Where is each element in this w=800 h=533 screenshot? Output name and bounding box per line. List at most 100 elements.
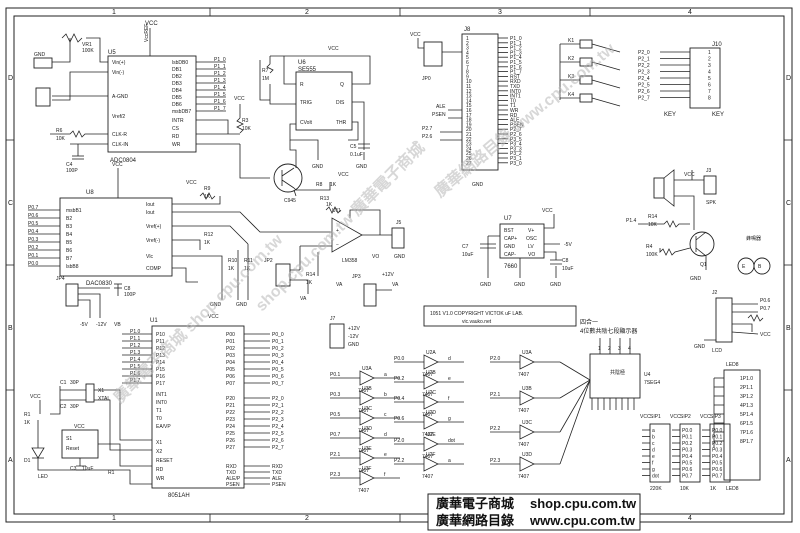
key-line-label: P2_6 bbox=[638, 89, 650, 95]
header-pin-label: P2_6 bbox=[510, 132, 522, 138]
header-left-pin: ALE bbox=[436, 104, 446, 110]
gnd-label: GND bbox=[480, 282, 492, 288]
adc-pin-label: Vref/2 bbox=[112, 114, 125, 120]
header-pin-label: INT1 bbox=[510, 94, 521, 100]
timer-chip bbox=[295, 71, 353, 131]
jp0-label: JP0 bbox=[422, 76, 431, 82]
speaker-connector bbox=[703, 175, 717, 195]
r14-label: R14 bbox=[306, 272, 315, 278]
dac-chip bbox=[59, 197, 173, 277]
stamp-row2-url[interactable]: www.cpu.com.tw bbox=[529, 513, 636, 528]
dac-block: U8 DAC0830 VCC msbB1P0.7B2P0.6B3P0.5B4P0… bbox=[28, 162, 286, 328]
speaker-r1: R14 bbox=[648, 214, 657, 220]
buffer-ref-label: U3A bbox=[522, 350, 532, 356]
header-pin-number: 2 bbox=[466, 41, 469, 47]
mcu-pin-label: ALE/P bbox=[226, 476, 241, 482]
sip-segment-label: e bbox=[652, 454, 655, 460]
sip-line-label: P0.5 bbox=[712, 461, 723, 467]
border-row-left: C bbox=[8, 200, 13, 207]
speaker-r2: R4 bbox=[646, 244, 653, 250]
buffer-part-label: 7407 bbox=[422, 412, 433, 418]
power-block: U7 7660 BST CAP+ GND CAP- V+ OSC LV VO C… bbox=[462, 208, 573, 288]
adc-pin-label: DB4 bbox=[172, 88, 182, 94]
c4-value: 100P bbox=[66, 168, 78, 174]
header-pin-number: 11 bbox=[466, 84, 471, 90]
opamp-ref: U11 bbox=[332, 208, 341, 214]
vcc-label: VCC bbox=[684, 172, 695, 178]
key-switch[interactable] bbox=[579, 39, 593, 49]
buffer-block: P0.17407U3AaP0.37407U3BbP0.57407U3CcP0.7… bbox=[330, 350, 591, 494]
reset-switch-ref: S1 bbox=[66, 436, 72, 442]
mcu-pin-label: P16 bbox=[156, 374, 165, 380]
r6-value: 10K bbox=[56, 136, 66, 142]
sip-line-label: P0.4 bbox=[712, 454, 723, 460]
border-row-right: C bbox=[786, 200, 791, 207]
power-pin: BST bbox=[504, 228, 514, 234]
key-line-label: P2_0 bbox=[638, 50, 650, 56]
buffer-ref-label: U3B bbox=[522, 386, 532, 392]
vcc-label: VCC bbox=[30, 394, 41, 400]
reset-switch-label[interactable]: Reset bbox=[66, 446, 80, 452]
mcu-bus-label: P1.0 bbox=[130, 329, 141, 335]
j5-header bbox=[391, 227, 405, 249]
sip-line-label: P0.0 bbox=[712, 428, 723, 434]
sip-vcc: VCC bbox=[640, 414, 651, 420]
sip-ref: SIP2 bbox=[680, 414, 691, 420]
stamp-row1-url[interactable]: shop.cpu.com.tw bbox=[530, 496, 637, 511]
header-pin-label: P1_0 bbox=[510, 36, 522, 42]
header-pin-number: 12 bbox=[466, 89, 472, 95]
reset-switch[interactable] bbox=[61, 429, 99, 459]
power-c1-value: 10uF bbox=[462, 252, 473, 258]
border-row-right: B bbox=[786, 325, 791, 332]
opamp-block: + − U11 LM358 R13 1K J5 VO GND JP2 JP3 +… bbox=[264, 196, 406, 307]
mcu-pin-label: P14 bbox=[156, 360, 165, 366]
buffer-ref-label: U3F bbox=[362, 466, 371, 472]
header-pin-label: WR bbox=[510, 108, 519, 114]
mcu-pin-label: P02 bbox=[226, 346, 235, 352]
buffer-segment-label: a bbox=[384, 372, 387, 378]
supply-label: GND bbox=[34, 52, 46, 58]
header-pin-label: INT0 bbox=[510, 89, 521, 95]
buffer-ref-label: U3D bbox=[522, 452, 532, 458]
vr1-potentiometer bbox=[61, 33, 83, 43]
mcu-bus-label: P2_3 bbox=[272, 417, 284, 423]
mcu-pin-label: P07 bbox=[226, 381, 235, 387]
header-pin-number: 18 bbox=[466, 118, 472, 124]
mcu-pin-label: P06 bbox=[226, 374, 235, 380]
sip-line-label: P0.0 bbox=[682, 428, 693, 434]
adc-bus-label: P1_5 bbox=[214, 92, 226, 98]
led-ref: D1 bbox=[24, 458, 31, 464]
sip-line-label: P0.7 bbox=[712, 474, 723, 480]
adc-pin-label: DB6 bbox=[172, 102, 182, 108]
r10-value: 1K bbox=[228, 266, 235, 272]
r3-value: 10K bbox=[242, 126, 252, 132]
buffer-segment-label: d bbox=[384, 432, 387, 438]
header-pin-number: 14 bbox=[466, 98, 472, 104]
key-switch-label: K1 bbox=[568, 38, 574, 44]
adc-pin-label: lsbDB0 bbox=[172, 60, 188, 66]
header-pin-number: 27 bbox=[466, 161, 472, 167]
copyright-frame bbox=[423, 305, 577, 327]
header-pin-label: ALE bbox=[510, 118, 520, 124]
power-pin: CAP+ bbox=[504, 236, 517, 242]
mcu-ref: U1 bbox=[150, 318, 158, 324]
r3-label: R3 bbox=[242, 118, 249, 124]
adc-bus-label: P1_7 bbox=[214, 106, 226, 112]
key-line-label: P2_3 bbox=[638, 70, 650, 76]
buffer-part-label: 7407 bbox=[358, 448, 369, 454]
mcu-bus-label: P0_1 bbox=[272, 339, 284, 345]
mcu-bus-label: TXD bbox=[272, 470, 282, 476]
header-pin-number: 19 bbox=[466, 122, 472, 128]
keypad-label: KEY bbox=[712, 112, 724, 118]
jp4-label: JP4 bbox=[56, 276, 65, 282]
border-row-left: B bbox=[8, 325, 13, 332]
adc-pin-label: DB2 bbox=[172, 74, 182, 80]
c8-value: 100P bbox=[124, 292, 136, 298]
header-pin-number: 23 bbox=[466, 142, 472, 148]
header-pin-number: 13 bbox=[466, 94, 472, 100]
key-switch[interactable] bbox=[579, 93, 593, 103]
